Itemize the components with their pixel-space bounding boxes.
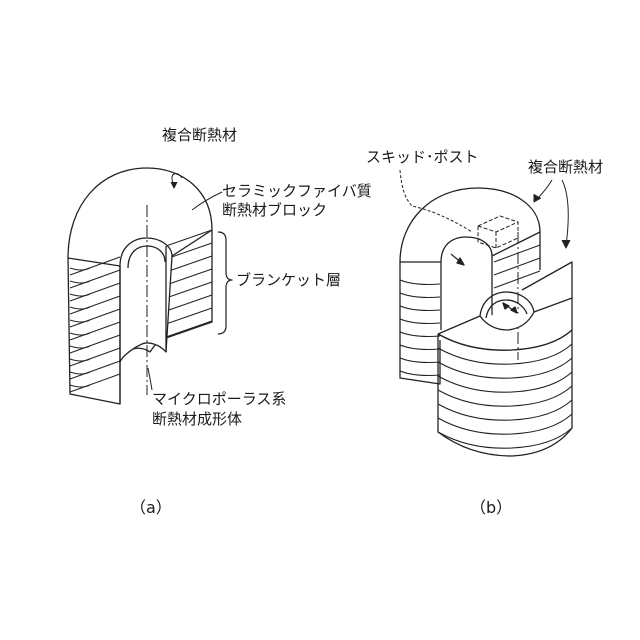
figure-a-drawing — [68, 168, 232, 404]
figure-b-back-layers — [400, 280, 440, 376]
label-ceramic-line2: 断熱材ブロック — [222, 201, 327, 220]
figure-b-front-rings — [438, 330, 572, 448]
figure-b-skid-post — [478, 216, 518, 248]
label-ceramic-line1: セラミックファイバ質 — [222, 182, 372, 201]
figure-b-back-half — [400, 188, 540, 384]
figure-a-blanket-brace — [218, 232, 232, 334]
figure-b-drawing — [400, 170, 572, 456]
label-composite-b: 複合断熱材 — [528, 158, 603, 177]
label-micro-line1: マイクロポーラス系 — [152, 390, 286, 409]
label-blanket: ブランケット層 — [236, 271, 341, 290]
figure-a-leader-ceramic — [192, 192, 222, 210]
label-micro-line2: 断熱材成形体 — [152, 410, 242, 429]
label-skid-post: スキッド･ポスト — [366, 148, 479, 167]
figure-b-leader-composite-front — [562, 180, 568, 246]
caption-b: （b） — [470, 494, 512, 518]
label-composite-a: 複合断熱材 — [162, 126, 237, 145]
caption-a: （a） — [130, 494, 172, 518]
figure-a-leader-micro — [148, 368, 152, 390]
